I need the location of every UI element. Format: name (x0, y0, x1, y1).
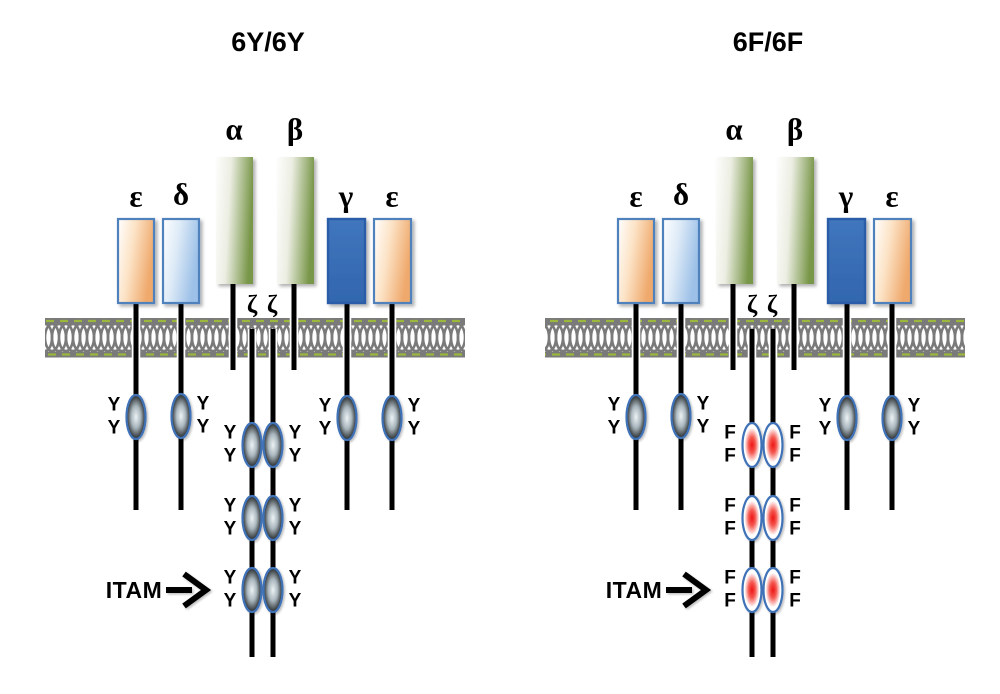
itam-motif-yy (241, 494, 263, 542)
itam-motif-yy (336, 394, 358, 442)
cd3-gamma-label: γ (338, 179, 354, 214)
panel-title: 6Y/6Y (231, 27, 305, 57)
itam-motif-yy (241, 566, 263, 614)
itam-motif-ff (741, 421, 763, 469)
itam-pointer-arrow (666, 571, 712, 609)
zeta-chain-label: ζ (247, 292, 258, 319)
cd3-epsilon-left-label: ε (129, 179, 142, 214)
zeta-chain-label: ζ (747, 292, 758, 319)
residue-label: Y (224, 519, 237, 540)
itam-motif-yy (241, 421, 263, 469)
itam-motif-yy (125, 393, 147, 441)
residue-label: F (789, 568, 801, 589)
tcr-alpha-label: α (725, 112, 742, 147)
residue-label: Y (224, 423, 237, 444)
residue-label: Y (819, 419, 832, 440)
residue-label: F (724, 568, 736, 589)
cd3-delta-label: δ (673, 177, 689, 212)
itam-motif-yy (836, 394, 858, 442)
residue-label: Y (408, 419, 421, 440)
cd3-gamma-label: γ (838, 179, 854, 214)
itam-pointer-arrow (166, 571, 212, 609)
itam-pointer-label: ITAM (106, 577, 163, 603)
zeta-chain-label: ζ (767, 292, 778, 319)
residue-label: F (789, 519, 801, 540)
cd3-epsilon-left-label: ε (629, 179, 642, 214)
residue-label: F (724, 423, 736, 444)
itam-motif-ff (762, 494, 784, 542)
tcr-beta-label: β (787, 112, 803, 147)
residue-label: F (724, 519, 736, 540)
residue-label: Y (697, 417, 710, 438)
itam-motif-yy (262, 421, 284, 469)
residue-label: Y (408, 396, 421, 417)
residue-label: F (724, 446, 736, 467)
cd3-epsilon-right-label: ε (385, 179, 398, 214)
residue-label: Y (224, 591, 237, 612)
cd3-epsilon-left-domain (116, 217, 156, 305)
itam-motif-ff (741, 494, 763, 542)
residue-label: Y (197, 394, 210, 415)
residue-label: Y (319, 419, 332, 440)
residue-label: Y (289, 423, 302, 444)
itam-pointer-label: ITAM (606, 577, 663, 603)
cd3-epsilon-left-domain (616, 217, 656, 305)
panel-title: 6F/6F (733, 27, 804, 57)
residue-label: Y (908, 419, 921, 440)
residue-label: F (724, 496, 736, 517)
tcr-beta-domain (777, 157, 814, 284)
residue-label: Y (289, 519, 302, 540)
residue-label: Y (224, 446, 237, 467)
cd3-epsilon-right-label: ε (885, 179, 898, 214)
itam-motif-yy (170, 392, 192, 440)
residue-label: Y (289, 591, 302, 612)
cd3-delta-label: δ (173, 177, 189, 212)
zeta-chain-label: ζ (267, 292, 278, 319)
residue-label: F (789, 423, 801, 444)
residue-label: Y (289, 496, 302, 517)
residue-label: Y (608, 418, 621, 439)
cd3-delta-domain (161, 217, 201, 305)
tcr-beta-domain (277, 157, 314, 284)
residue-label: Y (289, 446, 302, 467)
residue-label: F (789, 591, 801, 612)
residue-label: Y (608, 395, 621, 416)
itam-motif-ff (762, 421, 784, 469)
residue-label: Y (197, 417, 210, 438)
itam-motif-yy (262, 494, 284, 542)
residue-label: Y (289, 568, 302, 589)
itam-motif-yy (262, 566, 284, 614)
residue-label: Y (108, 395, 121, 416)
residue-label: Y (908, 396, 921, 417)
itam-motif-yy (625, 393, 647, 441)
tcr-beta-label: β (287, 112, 303, 147)
tcr-alpha-label: α (225, 112, 242, 147)
itam-motif-yy (381, 394, 403, 442)
tcr-alpha-domain (716, 157, 753, 284)
residue-label: Y (108, 418, 121, 439)
residue-label: F (789, 446, 801, 467)
residue-label: Y (697, 394, 710, 415)
residue-label: F (724, 591, 736, 612)
cd3-epsilon-right-domain (372, 217, 413, 305)
residue-label: Y (224, 496, 237, 517)
itam-motif-yy (670, 392, 692, 440)
itam-motif-ff (762, 566, 784, 614)
cd3-epsilon-right-domain (872, 217, 913, 305)
residue-label: Y (819, 396, 832, 417)
cd3-delta-domain (661, 217, 701, 305)
cd3-gamma-domain (326, 217, 367, 305)
itam-motif-ff (741, 566, 763, 614)
itam-motif-yy (881, 394, 903, 442)
tcr-alpha-domain (216, 157, 253, 284)
cd3-gamma-domain (826, 217, 867, 305)
residue-label: Y (224, 568, 237, 589)
residue-label: F (789, 496, 801, 517)
residue-label: Y (319, 396, 332, 417)
